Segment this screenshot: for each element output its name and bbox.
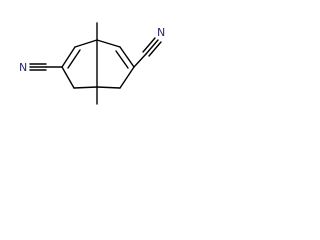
nitrogen-left-label: N bbox=[19, 61, 27, 74]
bond-cn-right-triple-b bbox=[142, 37, 156, 53]
bond-c3-c6a bbox=[73, 86, 98, 89]
bond-c1-c2-double-a bbox=[61, 46, 76, 68]
bond-c4-c5-double-a bbox=[119, 46, 135, 68]
bond-cn-right-triple-c bbox=[148, 41, 162, 57]
bond-c5-c6 bbox=[119, 66, 135, 89]
molecule-structure-diagram: N N bbox=[19, 22, 165, 105]
bond-c3a-c4 bbox=[96, 39, 121, 48]
bond-c1-c2-double-b bbox=[67, 49, 81, 69]
nitrogen-right-label: N bbox=[157, 26, 165, 39]
bond-c6-c6a bbox=[96, 86, 121, 89]
bond-cn-right-triple-a bbox=[145, 39, 159, 55]
bond-c5-cn-right bbox=[133, 53, 147, 68]
bond-c4-c5-double-b bbox=[115, 50, 129, 69]
bond-c2-c3 bbox=[61, 66, 75, 89]
bond-c3a-c1 bbox=[74, 39, 98, 48]
